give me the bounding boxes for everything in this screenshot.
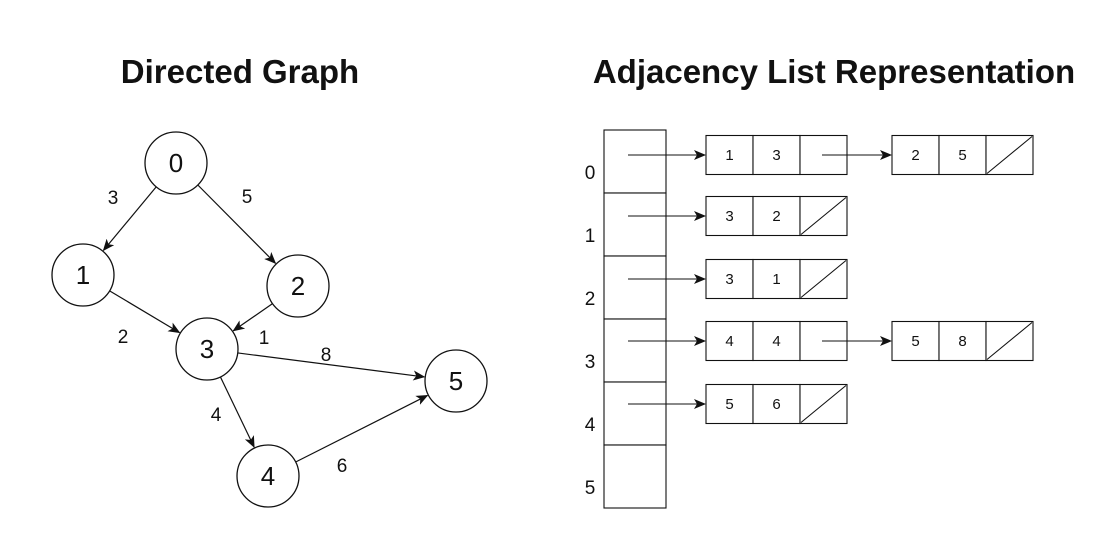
null-pointer-slash xyxy=(800,197,847,235)
null-pointer-slash xyxy=(986,322,1033,360)
directed-graph: 3 5 2 1 8 4 6 0 1 2 3 4 5 xyxy=(51,131,488,508)
array-slot-1 xyxy=(603,192,667,257)
weight-cell xyxy=(752,195,801,237)
weight-value: 2 xyxy=(772,208,780,225)
edge-weight-4-5: 6 xyxy=(337,456,348,477)
weight-value: 6 xyxy=(772,396,780,413)
node-label: 0 xyxy=(169,148,183,178)
graph-node-2: 2 xyxy=(266,254,330,318)
edge-weight-2-3: 1 xyxy=(259,328,270,349)
graph-title: Directed Graph xyxy=(121,53,359,90)
edge-3-to-4 xyxy=(219,376,255,449)
array-index-label: 2 xyxy=(585,289,596,310)
graph-node-5: 5 xyxy=(424,349,488,413)
edge-weight-3-5: 8 xyxy=(321,345,332,366)
node-circle xyxy=(144,131,208,195)
vertex-cell xyxy=(891,320,940,362)
adjacency-title: Adjacency List Representation xyxy=(593,53,1075,90)
edge-0-to-2 xyxy=(197,184,277,264)
edge-weight-1-3: 2 xyxy=(118,327,129,348)
node-circle xyxy=(236,444,300,508)
vertex-value: 4 xyxy=(725,333,733,350)
graph-node-1: 1 xyxy=(51,243,115,307)
null-pointer-slash xyxy=(986,136,1033,174)
array-index-label: 1 xyxy=(585,226,596,247)
vertex-cell xyxy=(705,320,754,362)
edge-weight-3-4: 4 xyxy=(211,405,222,426)
vertex-cell xyxy=(705,195,754,237)
array-slot-3 xyxy=(603,318,667,383)
weight-value: 5 xyxy=(958,147,966,164)
weight-cell xyxy=(752,383,801,425)
array-index-label: 4 xyxy=(585,415,596,436)
node-label: 1 xyxy=(76,260,90,290)
node-circle xyxy=(51,243,115,307)
edge-2-to-3 xyxy=(232,303,273,332)
node-label: 3 xyxy=(200,334,214,364)
vertex-value: 5 xyxy=(725,396,733,413)
weight-cell xyxy=(938,134,987,176)
graph-node-0: 0 xyxy=(144,131,208,195)
graph-node-3: 3 xyxy=(175,317,239,381)
array-index-label: 3 xyxy=(585,352,596,373)
vertex-cell xyxy=(891,134,940,176)
vertex-cell xyxy=(705,134,754,176)
node-circle xyxy=(175,317,239,381)
vertex-value: 3 xyxy=(725,271,733,288)
node-label: 4 xyxy=(261,461,275,491)
node-label: 2 xyxy=(291,271,305,301)
array-slot-4 xyxy=(603,381,667,446)
edge-3-to-5 xyxy=(237,352,426,381)
node-circle xyxy=(266,254,330,318)
edge-1-to-3 xyxy=(109,290,181,334)
vertex-value: 1 xyxy=(725,147,733,164)
array-slot-0 xyxy=(603,129,667,194)
vertex-value: 3 xyxy=(725,208,733,225)
null-pointer-slash xyxy=(800,385,847,423)
null-pointer-slash xyxy=(800,260,847,298)
weight-value: 3 xyxy=(772,147,780,164)
vertex-cell xyxy=(705,258,754,300)
array-index-label: 5 xyxy=(585,478,596,499)
graph-node-4: 4 xyxy=(236,444,300,508)
weight-value: 4 xyxy=(772,333,780,350)
node-label: 5 xyxy=(449,366,463,396)
edge-weight-0-2: 5 xyxy=(242,187,253,208)
array-slot-2 xyxy=(603,255,667,320)
array-slot-5 xyxy=(603,444,667,509)
edge-4-to-5 xyxy=(295,394,429,463)
weight-value: 8 xyxy=(958,333,966,350)
node-circle xyxy=(424,349,488,413)
weight-cell xyxy=(752,258,801,300)
edge-weight-0-1: 3 xyxy=(108,188,119,209)
weight-value: 1 xyxy=(772,271,780,288)
edge-0-to-1 xyxy=(102,186,157,252)
vertex-value: 2 xyxy=(911,147,919,164)
weight-cell xyxy=(752,134,801,176)
array-index-label: 0 xyxy=(585,163,596,184)
vertex-value: 5 xyxy=(911,333,919,350)
